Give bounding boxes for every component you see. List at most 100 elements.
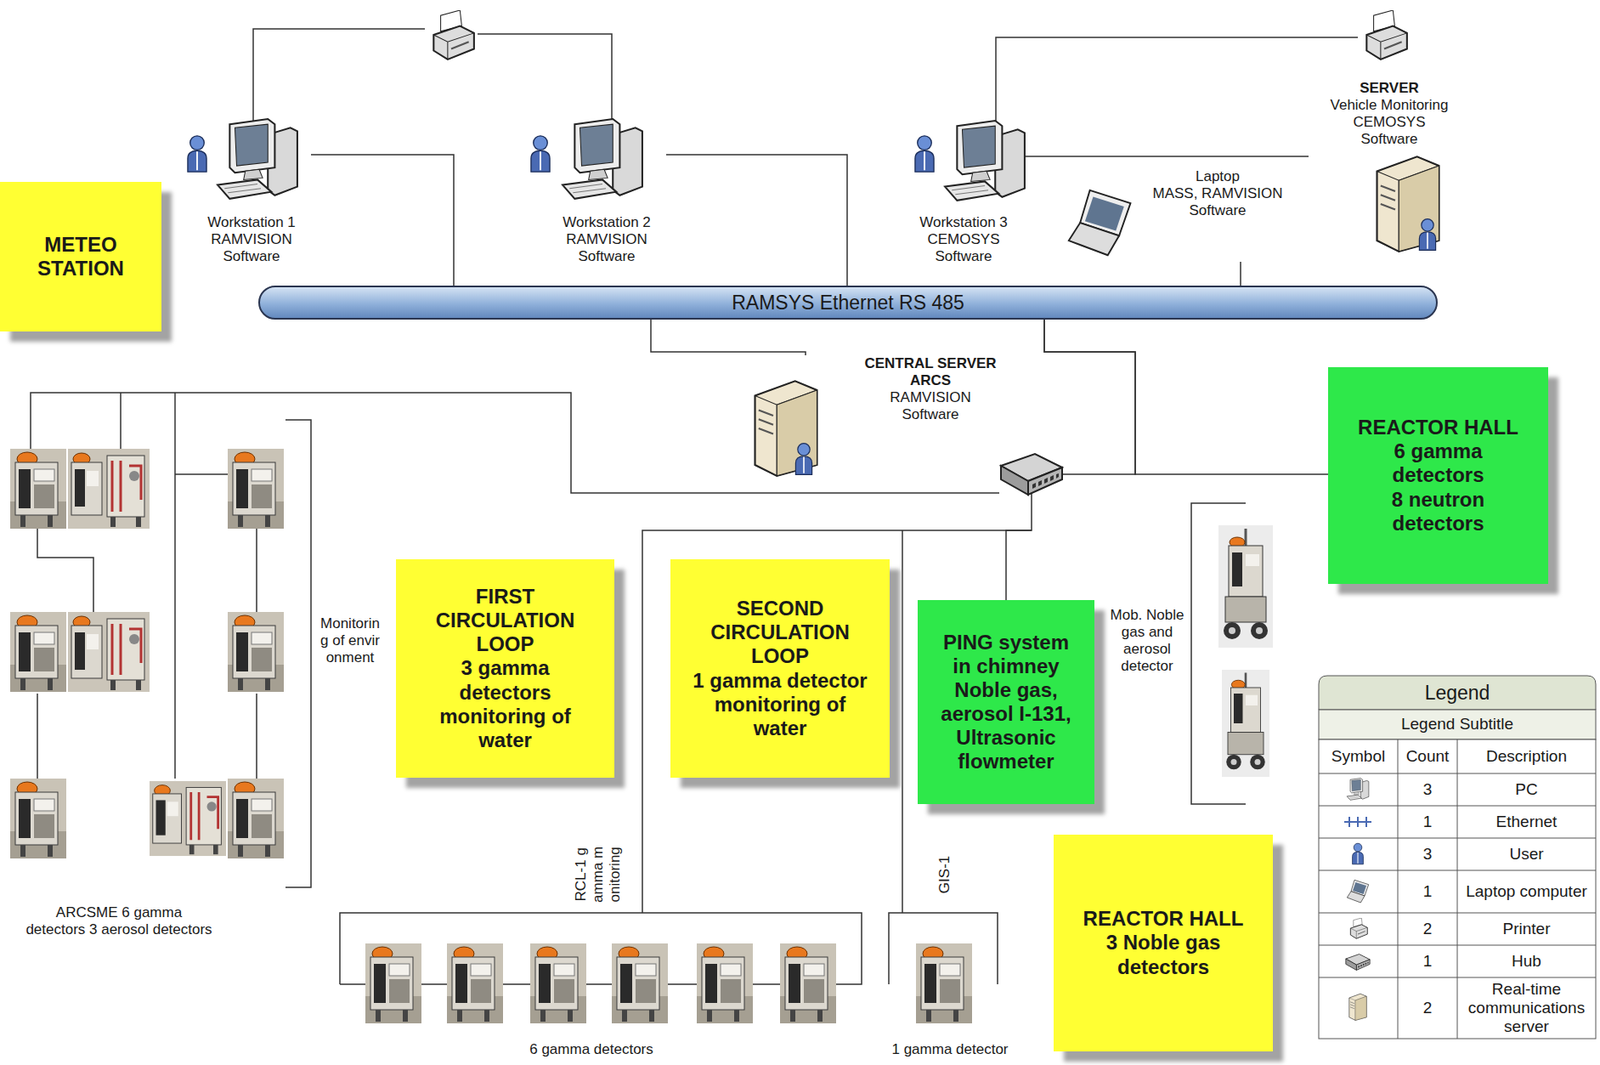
table-cell: 2 xyxy=(1397,977,1458,1039)
detector-photo xyxy=(10,778,67,859)
table-cell: 3 xyxy=(1397,773,1458,806)
laptop-icon xyxy=(1068,190,1131,255)
server-icon xyxy=(1377,156,1440,252)
node-subtext: RAMVISION Software xyxy=(860,389,1001,424)
ethernet-bus: RAMSYS Ethernet RS 485 xyxy=(258,285,1438,320)
user-icon xyxy=(1419,219,1436,251)
table-cell: 1 xyxy=(1397,805,1458,838)
node-text: SERVER xyxy=(1359,79,1420,97)
table-header: Description xyxy=(1457,739,1596,774)
detector-photo xyxy=(10,611,67,692)
printer-icon xyxy=(1366,10,1408,60)
note-label: Monitoring of environment xyxy=(319,615,381,667)
node-text: RAMSYS Ethernet RS 485 xyxy=(731,291,965,315)
network-link xyxy=(310,154,454,286)
detector-photo xyxy=(227,448,284,529)
detector-wire xyxy=(174,392,176,779)
area-box: REACTOR HALL6 gamma detectors 8 neutron … xyxy=(1328,367,1549,584)
legend-subtitle: Legend Subtitle xyxy=(1318,709,1596,740)
central-server-node: CENTRAL SERVER ARCSRAMVISION Software xyxy=(747,355,1020,481)
laptop-icon xyxy=(1346,879,1369,903)
node-text: REACTOR HALL xyxy=(1357,415,1519,440)
network-link xyxy=(650,319,806,356)
node-text: REACTOR HALL xyxy=(1083,906,1244,931)
table-header: Count xyxy=(1397,739,1458,774)
line-label: RCL-1 gamma monitoring xyxy=(572,843,624,905)
network-link xyxy=(1239,261,1242,286)
node-subtext: 3 Noble gas detectors xyxy=(1078,930,1249,979)
detector-photo xyxy=(227,778,284,859)
server-icon xyxy=(755,380,818,476)
printer-icon xyxy=(433,10,475,60)
user-icon xyxy=(795,443,812,475)
network-link xyxy=(666,154,848,286)
legend-text: Ethernet xyxy=(1457,805,1596,838)
pc-icon xyxy=(944,120,1025,201)
pc-icon xyxy=(1346,778,1369,801)
node-subtext: MASS, RAMVISION Software xyxy=(1143,185,1292,220)
legend-table xyxy=(1318,675,1596,1039)
detector-wire xyxy=(119,392,122,449)
node-text: CENTRAL SERVER ARCS xyxy=(860,355,1001,390)
legend-title: Legend xyxy=(1318,675,1596,710)
legend-text: User xyxy=(1457,837,1596,871)
user-icon xyxy=(915,135,934,172)
node-text: PING system in chimney Noble gas, aeroso… xyxy=(933,630,1079,774)
line-label: GIS-1 xyxy=(936,848,954,900)
node-text: SECOND CIRCULATION LOOP xyxy=(689,596,872,668)
printer-wire xyxy=(995,37,1358,121)
detector-photo xyxy=(915,943,973,1024)
workstation-node: Workstation 3 CEMOSYS Software xyxy=(904,117,1024,266)
node-text: Workstation 3 CEMOSYS Software xyxy=(910,214,1017,266)
server-icon xyxy=(1349,993,1367,1020)
printer-wire xyxy=(477,33,612,121)
legend-subtitle-band xyxy=(1318,709,1596,740)
node-text: FIRST CIRCULATION LOOP xyxy=(420,584,591,656)
legend-body xyxy=(1318,739,1596,1039)
laptop-node: LaptopMASS, RAMVISION Software xyxy=(1062,168,1292,262)
group-label: 6 gamma detectors xyxy=(506,1040,677,1058)
detector-photo xyxy=(611,943,668,1024)
pc-icon xyxy=(562,118,643,199)
legend-title-band xyxy=(1318,675,1596,710)
node-subtext: 3 gamma detectors monitoring of water xyxy=(420,655,591,752)
hub-icon xyxy=(1345,954,1370,971)
node-text: Workstation 2 RAMVISION Software xyxy=(554,214,660,266)
legend-text: Real-time communications server xyxy=(1457,977,1596,1039)
table-cell: 1 xyxy=(1397,870,1458,913)
pc-icon xyxy=(217,118,298,199)
hub-icon xyxy=(1000,453,1063,495)
printer-wire xyxy=(253,28,425,121)
system-box: PING system in chimney Noble gas, aeroso… xyxy=(917,599,1095,804)
mobile-detector-photo xyxy=(1221,669,1270,777)
loop-box: SECOND CIRCULATION LOOP1 gamma detector … xyxy=(670,559,890,778)
area-box: REACTOR HALL3 Noble gas detectors xyxy=(1053,834,1273,1052)
station-photo xyxy=(67,611,150,692)
legend-text: Hub xyxy=(1457,944,1596,978)
detector-photo xyxy=(530,943,587,1024)
detector-photo xyxy=(227,611,284,692)
table-cell: 3 xyxy=(1397,837,1458,871)
node-text: Workstation 1 RAMVISION Software xyxy=(198,214,305,266)
detector-wire xyxy=(30,392,1000,493)
network-link xyxy=(1023,155,1309,158)
legend-text: Printer xyxy=(1457,912,1596,945)
user-icon xyxy=(1352,842,1364,865)
station-photo xyxy=(67,448,150,529)
node-subtext: 1 gamma detector monitoring of water xyxy=(689,668,872,741)
node-subtext: Vehicle Monitoring CEMOSYS Software xyxy=(1325,96,1454,148)
legend-text: Laptop computer xyxy=(1457,870,1596,913)
table-cell: 1 xyxy=(1397,944,1458,978)
group-label: ARCSME 6 gamma detectors 3 aerosol detec… xyxy=(25,904,213,939)
node-subtext: 6 gamma detectors 8 neutron detectors xyxy=(1385,439,1492,535)
node-text: Laptop xyxy=(1195,168,1240,186)
mobile-detector-photo xyxy=(1218,525,1273,648)
legend-text: PC xyxy=(1457,773,1596,806)
note-label: Mob. Noble gas and aerosol detector xyxy=(1104,606,1190,675)
detector-wire xyxy=(175,473,228,475)
detector-photo xyxy=(446,943,504,1024)
detector-photo xyxy=(10,448,67,529)
node-text: METEO STATION xyxy=(16,232,145,281)
printer-icon xyxy=(1350,917,1368,939)
